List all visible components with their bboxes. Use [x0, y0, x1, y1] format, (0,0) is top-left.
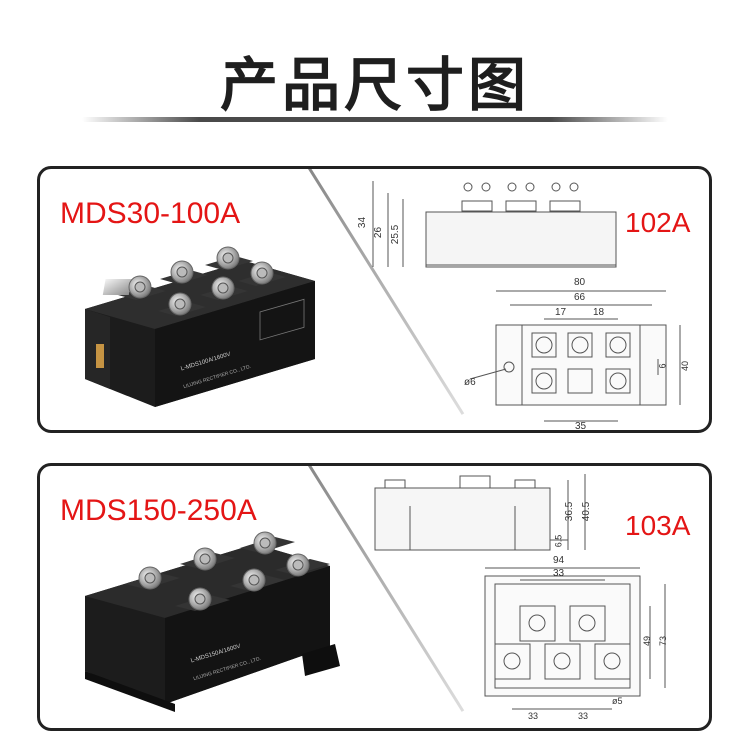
dim-label: 25.5 [390, 224, 402, 245]
dim-label: 17 [555, 307, 567, 318]
product-code: 102A [625, 207, 691, 238]
product-code: 103A [625, 510, 691, 541]
title-underline [82, 117, 668, 122]
dim-label: ø5 [612, 696, 623, 706]
dim-label: ø6 [464, 377, 476, 388]
product-card-2: MDS150-250A L-MDS150A/1600V LIUJING [37, 463, 712, 731]
dim-label: 6 [657, 363, 668, 369]
dim-label: 36.5 [564, 501, 576, 522]
dim-label: 33 [553, 568, 565, 579]
dim-label: 6.5 [553, 534, 564, 548]
dimension-drawing-1 [372, 181, 681, 422]
model-name: MDS30-100A [60, 197, 241, 230]
model-name: MDS150-250A [60, 494, 257, 527]
dim-label: 26 [373, 226, 385, 239]
dim-label: 40.5 [581, 501, 593, 522]
dim-label: 80 [574, 277, 586, 288]
dim-label: 35 [575, 421, 587, 432]
dim-label: 18 [593, 307, 605, 318]
device-photo-1 [85, 246, 315, 407]
dim-label: 33 [578, 711, 589, 721]
dim-label: 73 [658, 635, 669, 647]
dim-label: 94 [553, 555, 565, 566]
product-card-1: MDS30-100A [37, 166, 712, 433]
dim-label: 33 [528, 711, 539, 721]
device-photo-2 [85, 531, 340, 712]
dim-label: 49 [642, 635, 653, 647]
dimension-drawing-2 [374, 474, 666, 710]
dim-label: 40 [680, 360, 691, 372]
dim-label: 34 [357, 216, 369, 229]
page-title: 产品尺寸图 [219, 51, 530, 119]
dim-label: 66 [574, 292, 586, 303]
